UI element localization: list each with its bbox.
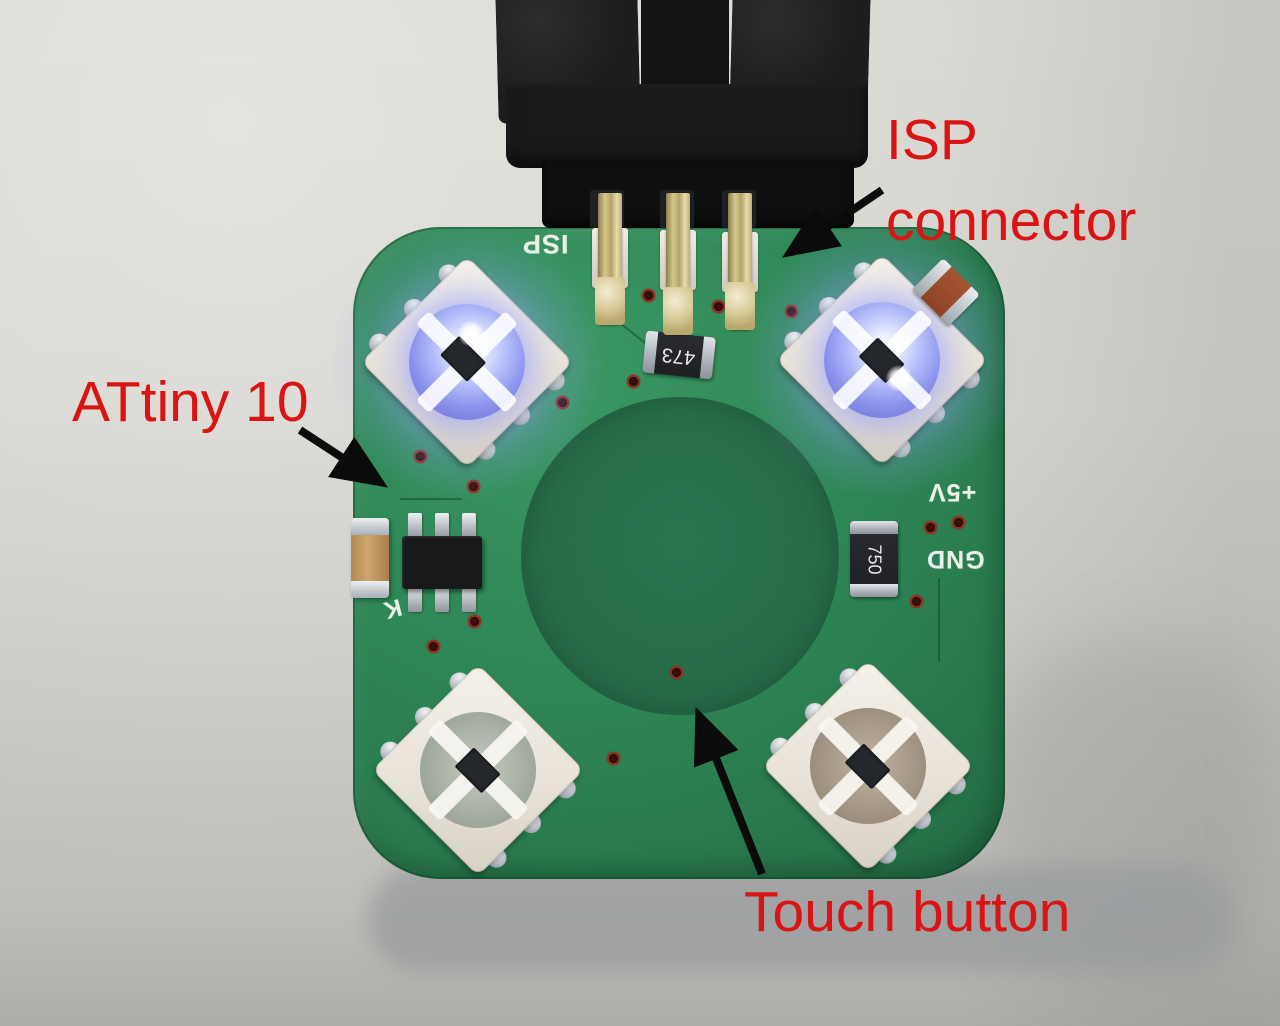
isp-pin-header xyxy=(542,160,854,228)
isp-pin xyxy=(595,193,625,325)
via xyxy=(954,518,963,527)
via xyxy=(644,291,653,300)
attiny-lead xyxy=(435,513,449,539)
attiny10-chip xyxy=(402,536,482,589)
isp-pin xyxy=(663,193,693,335)
attiny-lead xyxy=(408,586,422,612)
isp-plug-body xyxy=(506,84,868,168)
capacitor-473-marking: 473 xyxy=(661,342,697,369)
isp-pin xyxy=(725,193,755,330)
solder-joint xyxy=(595,277,625,325)
pcb-trace xyxy=(938,578,940,662)
annotation-isp-connector: ISP connector xyxy=(886,108,1137,253)
annotation-touch-button: Touch button xyxy=(744,880,1071,944)
board-shadow xyxy=(368,866,1234,972)
via xyxy=(470,617,479,626)
via xyxy=(926,523,935,532)
annotation-attiny10: ATtiny 10 xyxy=(72,370,309,434)
silkscreen-gnd-label: GND xyxy=(926,545,985,573)
pcb-trace xyxy=(400,498,462,500)
attiny-lead xyxy=(462,513,476,539)
via xyxy=(629,377,638,386)
solder-joint xyxy=(663,287,693,335)
via xyxy=(429,642,438,651)
resistor-750: 750 xyxy=(850,521,898,597)
attiny-lead xyxy=(435,586,449,612)
capacitor-473: 473 xyxy=(641,330,717,380)
attiny-lead xyxy=(462,586,476,612)
via xyxy=(609,754,618,763)
decoupling-capacitor xyxy=(351,518,389,598)
via xyxy=(912,597,921,606)
resistor-750-marking: 750 xyxy=(864,543,885,575)
via xyxy=(672,668,681,677)
solder-joint xyxy=(725,282,755,330)
via xyxy=(714,302,723,311)
attiny-lead xyxy=(408,513,422,539)
